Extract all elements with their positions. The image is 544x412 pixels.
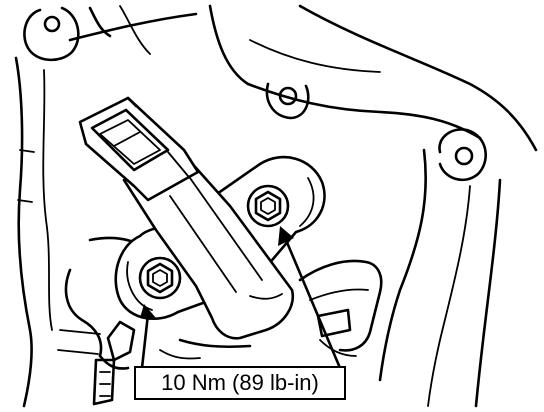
housing-hole-top-left: [43, 15, 61, 33]
housing-hole-right: [454, 146, 474, 166]
callout-leader-right: [278, 226, 342, 370]
bolt-right: [246, 184, 290, 228]
bolt-left: [138, 256, 182, 300]
sensor-body: [78, 96, 295, 340]
callout-leader-left: [140, 304, 156, 370]
housing-hole-upper-right: [278, 86, 298, 106]
torque-spec-label: 10 Nm (89 lb-in): [134, 366, 346, 400]
